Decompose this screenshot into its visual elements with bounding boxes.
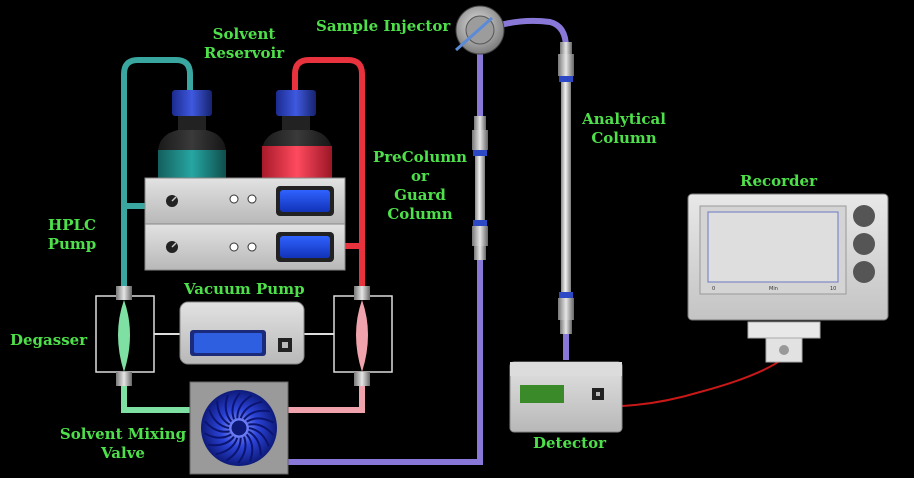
hplc-pump: [144, 177, 346, 271]
signal-wire: [621, 357, 785, 407]
label-analytical-column: Analytical Column: [582, 110, 666, 147]
label-solvent-mixing-valve: Solvent Mixing Valve: [59, 425, 187, 462]
label-solvent-reservoir: Solvent Reservoir: [203, 25, 285, 62]
vacuum-pump: [154, 301, 334, 365]
red-solvent-line: [292, 57, 365, 300]
turbine-vane: [225, 437, 242, 462]
sample-injector: [455, 5, 505, 55]
purple-injector-outlet: [489, 17, 569, 360]
dial-icon: [166, 241, 178, 253]
turbine-vane: [243, 409, 270, 420]
turbine-vane: [208, 436, 235, 447]
degasser-left: [95, 286, 155, 386]
solvent-bottle-teal: [158, 90, 226, 178]
turbine-vane: [231, 392, 241, 420]
recorder-axis-start: 0: [712, 286, 715, 292]
turbine-vane: [203, 432, 232, 439]
label-detector: Detector: [533, 434, 606, 452]
solvent-mixing-valve: [189, 381, 289, 475]
turbine-vane: [224, 394, 233, 423]
solvent-bottle-red: [262, 90, 332, 178]
pink-feed-to-valve: [288, 384, 365, 413]
injector-wheel-icon: [455, 5, 505, 55]
round-button-icon: [853, 205, 875, 227]
detector: [509, 361, 623, 433]
label-vacuum-pump: Vacuum Pump: [184, 280, 305, 298]
teal-feed-to-valve: [121, 384, 196, 413]
label-sample-injector: Sample Injector: [316, 17, 451, 35]
round-button-icon: [853, 233, 875, 255]
guard-column: [472, 116, 488, 260]
label-recorder: Recorder: [740, 172, 817, 190]
turbine-vane: [247, 430, 262, 456]
turbine-vane: [248, 423, 275, 436]
recorder-axis-end: 10: [830, 286, 836, 292]
dial-icon: [166, 195, 178, 207]
turbine-vane: [236, 394, 253, 419]
turbine-vane: [239, 400, 263, 419]
turbine-vane: [216, 400, 231, 426]
turbine-vane: [246, 417, 275, 424]
recorder: [687, 193, 889, 363]
label-degasser: Degasser: [10, 331, 88, 349]
turbine-vane: [245, 433, 254, 462]
recorder-axis-unit: Min: [769, 286, 778, 292]
round-button-icon: [853, 261, 875, 283]
turbine-icon: [201, 390, 277, 466]
turbine-vane: [237, 436, 247, 464]
label-precolumn: PreColumn or Guard Column: [372, 148, 468, 223]
degasser-right: [333, 286, 393, 386]
analytical-column: [558, 42, 574, 334]
turbine-vane: [215, 437, 239, 456]
teal-solvent-line: [121, 57, 193, 300]
turbine-vane: [248, 427, 270, 447]
turbine-vane: [208, 409, 230, 429]
label-hplc-pump: HPLC Pump: [47, 216, 97, 253]
turbine-vane: [203, 420, 230, 433]
